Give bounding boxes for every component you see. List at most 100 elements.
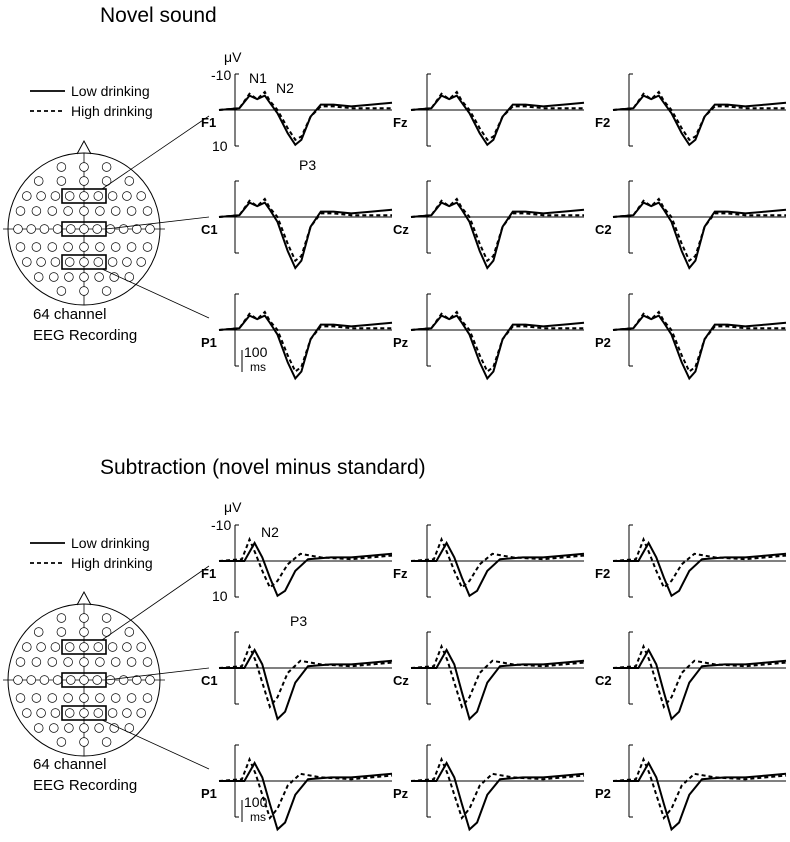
electrode-dot	[132, 224, 142, 234]
electrode-dot	[22, 191, 32, 201]
electrode-dot	[33, 723, 44, 733]
erp-waveform-low	[613, 760, 787, 832]
electrode-dot	[52, 224, 63, 234]
channel-label: C2	[595, 222, 612, 237]
time-scale-value: 100	[244, 794, 268, 810]
channel-label: C1	[201, 673, 218, 688]
erp-channel-p1: P1	[201, 744, 393, 832]
erp-channel-pz: Pz	[393, 744, 585, 832]
electrode-dot	[107, 191, 118, 201]
y-tick-top: -10	[211, 67, 231, 83]
electrode-dot	[109, 723, 119, 733]
erp-waveform-low	[411, 647, 585, 721]
electrode-dot	[26, 675, 36, 685]
erp-channel-p2: P2	[595, 293, 787, 381]
electrode-group-box	[61, 639, 107, 655]
legend-low-label: Low drinking	[71, 535, 150, 551]
erp-waveform-high	[410, 310, 584, 374]
legend-novel: Low drinking High drinking	[30, 83, 153, 119]
channel-label: F1	[201, 566, 216, 581]
erp-waveform-high	[410, 756, 585, 820]
erp-waveform-high	[218, 756, 393, 820]
electrode-dot	[122, 642, 132, 652]
electrode-dot	[22, 642, 32, 652]
electrode-dot	[101, 162, 112, 172]
electrode-dot	[126, 693, 137, 703]
electrode-dot	[79, 693, 89, 703]
electrode-dot	[118, 675, 129, 685]
electrode-dot	[15, 242, 26, 252]
erp-channel-cz: Cz	[393, 631, 585, 721]
electrode-dot	[124, 176, 135, 186]
erp-channel-c1: C1	[201, 631, 393, 721]
head-caption-2: EEG Recording	[33, 327, 137, 344]
erp-channel-pz: Pz	[393, 293, 585, 381]
electrode-dot	[101, 613, 112, 623]
legend-low-label: Low drinking	[71, 83, 150, 99]
electrode-dot	[79, 708, 89, 718]
erp-waveform-low	[612, 201, 787, 270]
electrode-group-box	[61, 705, 107, 721]
legend-subtraction: Low drinking High drinking	[30, 535, 153, 571]
electrode-group-box	[61, 188, 107, 204]
electrode-dot	[79, 191, 89, 201]
erp-waveform-low	[410, 94, 585, 147]
electrode-dot	[132, 675, 142, 685]
y-tick-bottom: 10	[212, 588, 228, 604]
erp-waveform-high	[612, 536, 787, 590]
electrode-dot	[50, 642, 61, 652]
electrode-dot	[122, 257, 132, 267]
erp-waveform-high	[612, 756, 787, 820]
electrode-dot	[118, 224, 129, 234]
electrode-dot	[39, 224, 50, 234]
electrode-dot	[47, 206, 58, 216]
channel-label: C1	[201, 222, 218, 237]
electrode-dot	[79, 257, 89, 267]
electrode-dot	[107, 257, 118, 267]
electrode-dot	[95, 206, 105, 216]
electrode-dot	[136, 708, 146, 718]
legend-high-label: High drinking	[71, 555, 153, 571]
electrode-dot	[36, 642, 46, 652]
electrode-dot	[36, 708, 46, 718]
nose-icon	[76, 590, 92, 606]
electrode-dot	[142, 242, 153, 252]
erp-channel-p2: P2	[595, 744, 787, 832]
channel-label: F1	[201, 115, 216, 130]
channel-label: Pz	[393, 786, 409, 801]
electrode-dot	[31, 657, 42, 667]
channel-label: Cz	[393, 673, 409, 688]
erp-waveform-low	[613, 647, 787, 721]
p3-label: P3	[299, 157, 316, 173]
electrode-dot	[15, 206, 26, 216]
electrode-dot	[95, 657, 105, 667]
electrode-dot	[64, 708, 75, 718]
electrode-dot	[107, 642, 118, 652]
erp-waveform-high	[410, 197, 584, 263]
electrode-dot	[93, 642, 104, 652]
erp-channel-c2: C2	[595, 631, 787, 721]
electrode-dot	[56, 613, 67, 623]
y-tick-top: -10	[211, 517, 231, 533]
channel-label: P1	[201, 335, 217, 350]
y-tick-bottom: 10	[212, 138, 228, 154]
electrode-dot	[79, 627, 89, 637]
head-caption-1: 64 channel	[33, 306, 106, 323]
channel-label: P2	[595, 335, 611, 350]
electrode-dot	[39, 675, 50, 685]
electrode-dot	[49, 723, 59, 733]
electrode-dot	[50, 191, 61, 201]
erp-waveform-low	[612, 94, 787, 147]
electrode-dot	[110, 242, 121, 252]
electrode-dot	[92, 675, 102, 685]
electrode-dot	[33, 272, 44, 282]
electrode-dot	[63, 242, 73, 252]
electrode-dot	[52, 675, 63, 685]
erp-waveform-low	[613, 540, 787, 598]
electrode-dot	[31, 693, 42, 703]
electrode-dot	[64, 642, 75, 652]
electrode-dot	[126, 242, 137, 252]
erp-channel-cz: Cz	[393, 180, 585, 270]
electrode-dot	[50, 257, 61, 267]
